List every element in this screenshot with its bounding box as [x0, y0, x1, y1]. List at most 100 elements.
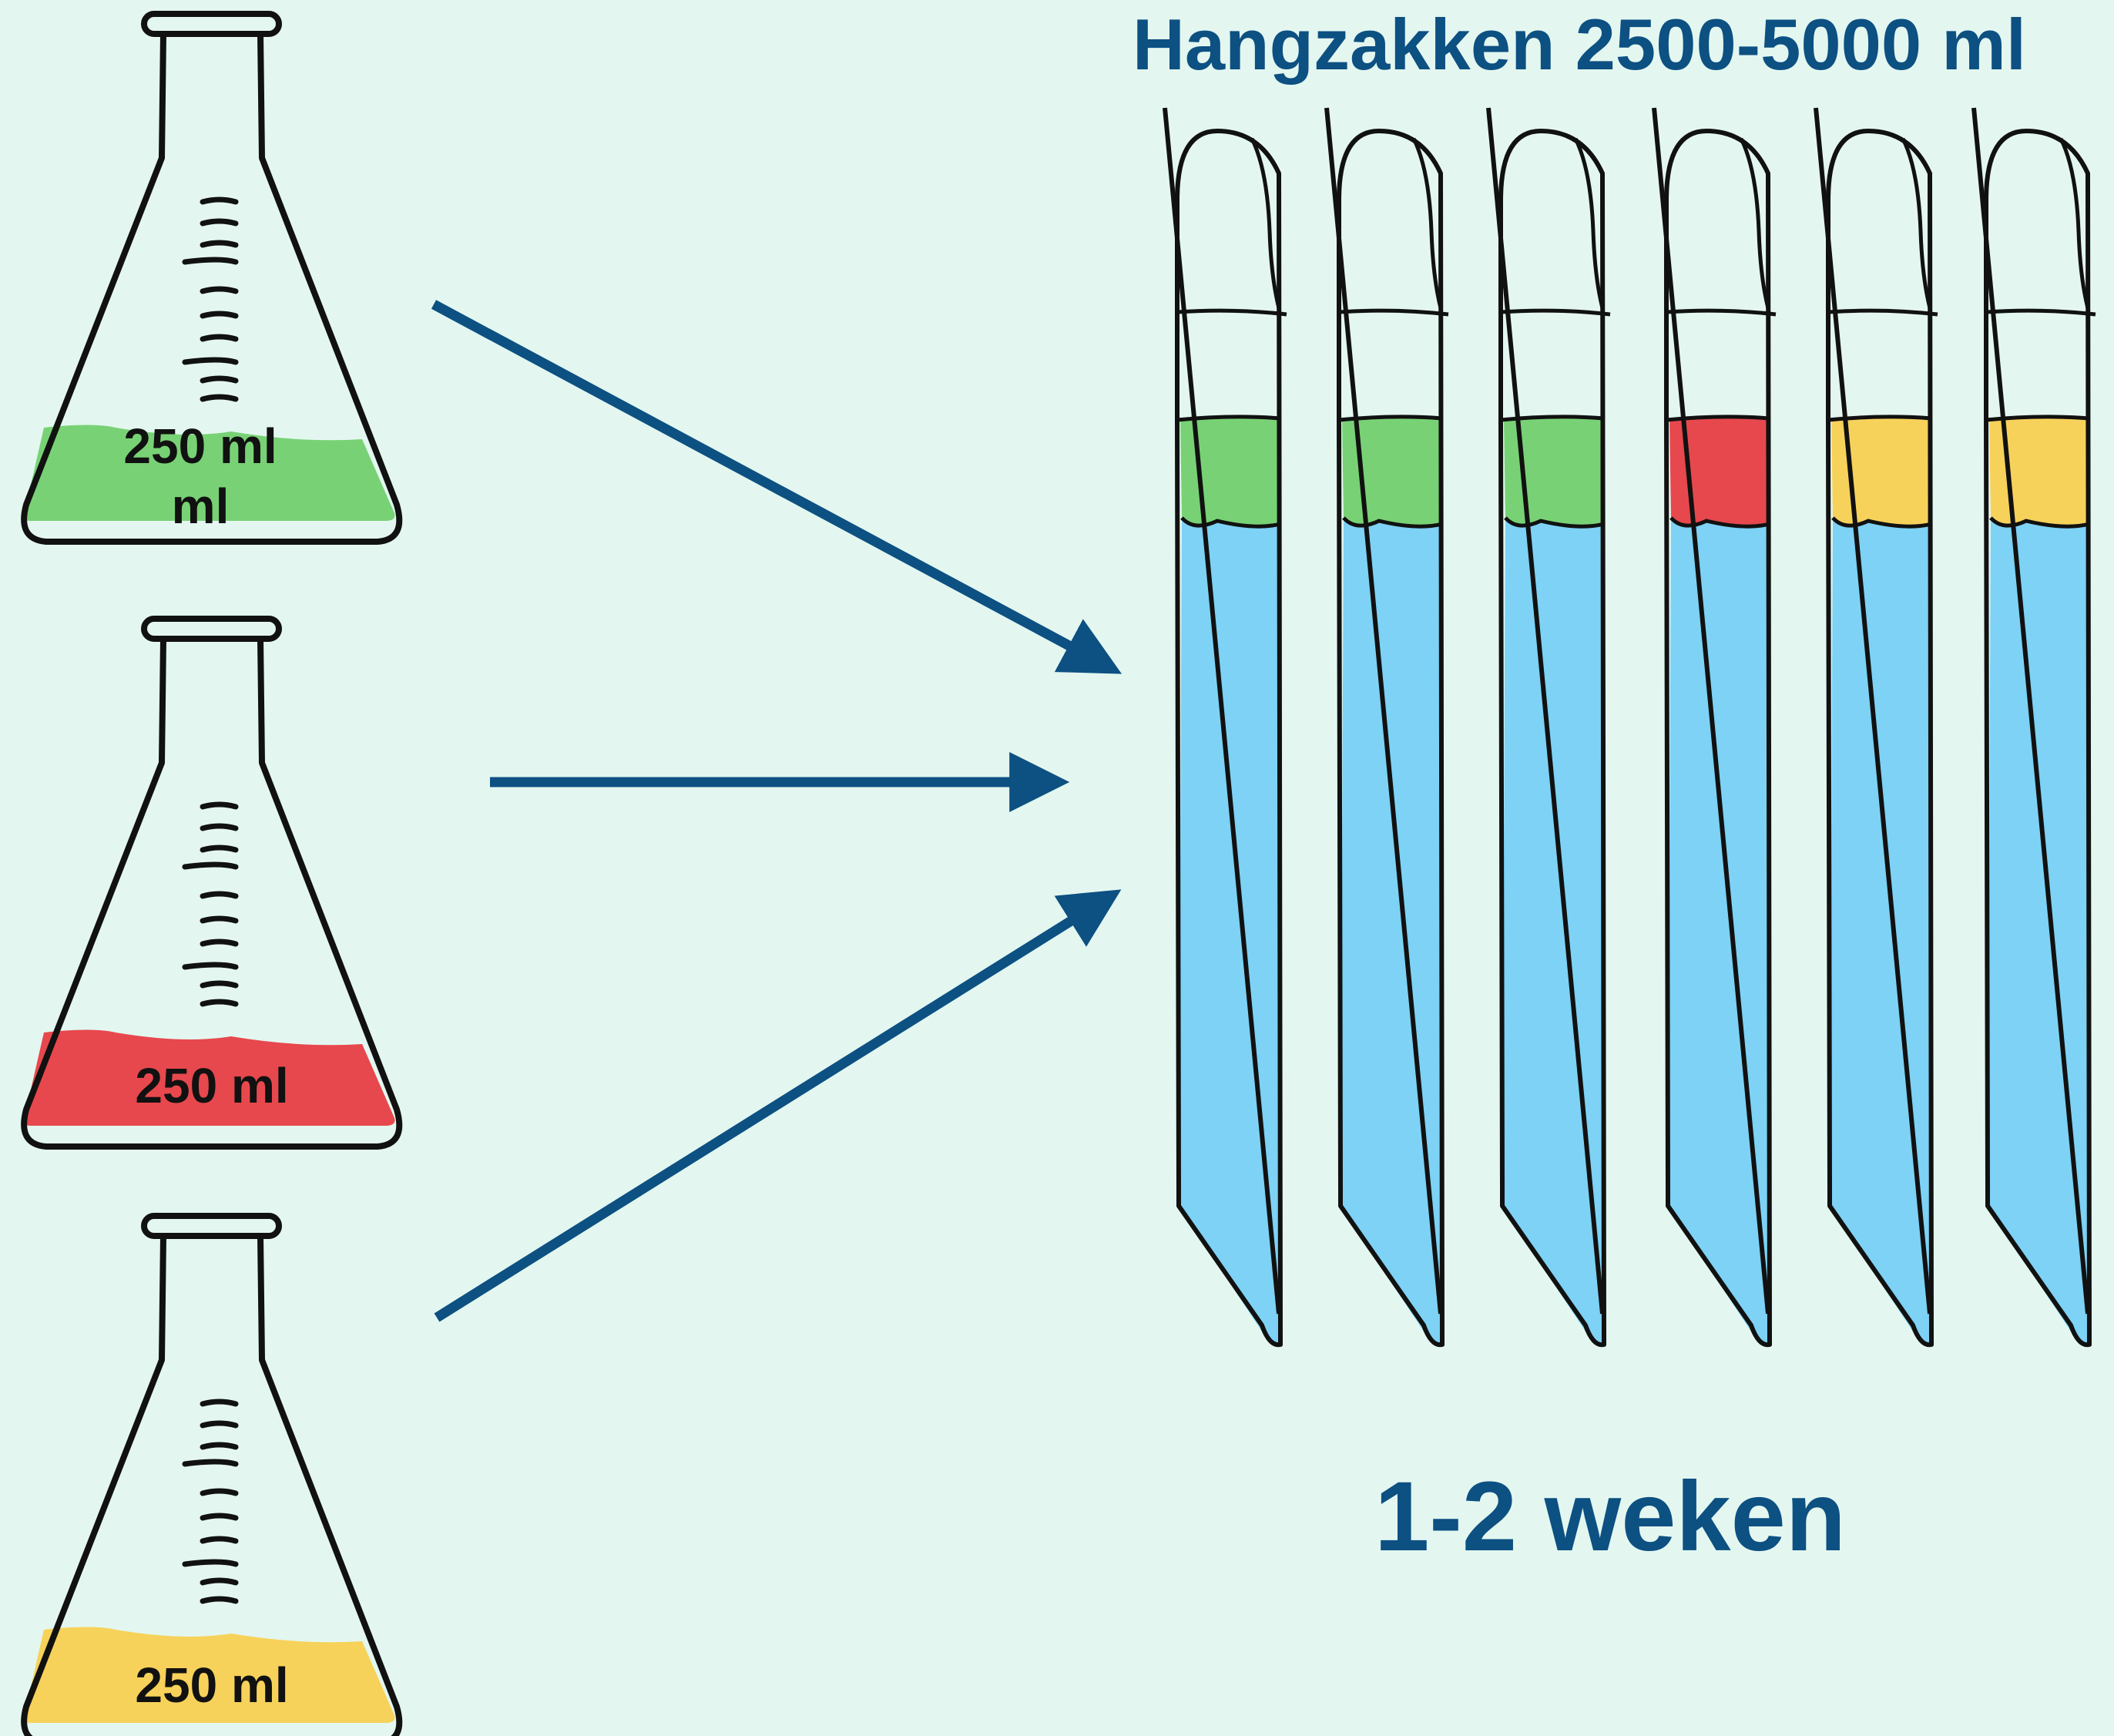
flask-3-tick — [200, 1442, 239, 1450]
bag-5-tube — [1814, 107, 1932, 1315]
bag-1-seam-top — [1176, 308, 1287, 317]
flask-3-tick — [182, 1459, 239, 1467]
hanging-bag-1 — [1163, 107, 1287, 1348]
flask-3-label: 250 ml — [135, 1657, 289, 1713]
erlenmeyer-flask-2 — [21, 616, 403, 1150]
flask-1-tick — [182, 357, 239, 365]
flask-2-outline — [21, 638, 403, 1150]
bag-1-band — [1180, 418, 1280, 527]
bag-6-seam-top — [1985, 308, 2096, 317]
bag-5-seam-top — [1827, 308, 1938, 317]
flask-2-tick — [200, 801, 239, 810]
bag-6-seam-band-top — [1985, 415, 2090, 422]
flask-1-label-line2: ml — [171, 478, 230, 534]
bag-1-tube — [1163, 107, 1281, 1315]
bag-5-liquid — [1830, 518, 1932, 1345]
flask-1-outline — [21, 33, 403, 545]
bag-6-tube — [1971, 107, 2090, 1315]
bag-4-seam-top — [1666, 308, 1777, 317]
flask-3-tick — [200, 1577, 239, 1586]
bag-3-seam-band-top — [1500, 415, 1605, 422]
flask-2-tick — [200, 891, 239, 899]
flask-2-tick — [200, 823, 239, 831]
erlenmeyer-flask-3 — [21, 1213, 403, 1736]
flask-1-tick — [200, 196, 239, 205]
bag-6-band — [1989, 418, 2089, 527]
bag-5-fold — [1901, 137, 1932, 309]
flask-1-label: 250 ml ml — [108, 416, 293, 536]
bag-2-seam-band-bottom — [1342, 516, 1443, 529]
flask-3-liquid — [23, 1627, 395, 1723]
bag-1-liquid — [1179, 518, 1281, 1345]
bags-group — [1163, 107, 2096, 1348]
duration-label: 1-2 weken — [1374, 1462, 1846, 1572]
hanging-bag-4 — [1652, 107, 1777, 1348]
diagram-title: Hangzakken 2500-5000 ml — [1132, 4, 2026, 85]
bag-5-band — [1831, 418, 1931, 527]
hanging-bag-3 — [1486, 107, 1611, 1348]
flask-3-tick — [200, 1536, 239, 1544]
flask-2-label: 250 ml — [135, 1058, 289, 1113]
flask-3-tick — [200, 1488, 239, 1496]
bag-1-fold — [1250, 137, 1281, 309]
flask-3-outline — [21, 1235, 403, 1736]
bag-3-seam-top — [1500, 308, 1611, 317]
bag-2-seam-top — [1338, 308, 1449, 317]
bag-2-band — [1342, 418, 1441, 527]
flask-3-tick — [200, 1513, 239, 1521]
arrows-group — [431, 300, 1122, 1322]
flask-2-tick — [200, 915, 239, 924]
flask-3-rim — [141, 1213, 282, 1239]
flask-2-rim — [141, 616, 282, 642]
flask-1-tick — [200, 286, 239, 294]
flask-1-rim — [141, 11, 282, 37]
bag-3-tube — [1486, 107, 1605, 1315]
flask-2-tick — [200, 844, 239, 853]
arrow-bottom — [434, 889, 1122, 1322]
flask-1-tick — [200, 218, 239, 227]
bag-4-fold — [1739, 137, 1770, 309]
flask-1-tick — [200, 334, 239, 342]
flask-2-tick — [182, 861, 239, 870]
hanging-bag-2 — [1324, 107, 1449, 1348]
erlenmeyer-flask-1 — [21, 11, 403, 545]
flasks-group — [21, 11, 403, 1736]
bag-4-tube — [1652, 107, 1770, 1315]
flask-2-liquid — [23, 1029, 395, 1126]
arrow-top — [431, 300, 1122, 674]
flask-2-tick — [200, 980, 239, 989]
bag-2-tube — [1324, 107, 1443, 1315]
flask-3-tick — [200, 1420, 239, 1429]
bag-3-liquid — [1502, 518, 1605, 1345]
bag-2-seam-band-top — [1338, 415, 1443, 422]
bag-3-band — [1504, 418, 1603, 527]
flask-2-tick — [200, 999, 239, 1007]
bag-4-seam-band-top — [1666, 415, 1770, 422]
bag-2-liquid — [1341, 518, 1443, 1345]
flask-3-tick — [182, 1559, 239, 1567]
flask-1-tick — [200, 394, 239, 402]
flask-2-tick — [182, 962, 239, 970]
bag-6-fold — [2059, 137, 2090, 309]
hanging-bag-6 — [1971, 107, 2096, 1348]
bag-6-seam-band-bottom — [1989, 516, 2090, 529]
bag-4-liquid — [1668, 518, 1770, 1345]
bag-5-seam-band-top — [1827, 415, 1932, 422]
bag-5-seam-band-bottom — [1831, 516, 1932, 529]
flask-1-liquid — [23, 425, 395, 521]
flask-1-label-line1: 250 ml — [123, 418, 277, 474]
bag-1-seam-band-bottom — [1180, 516, 1281, 529]
hanging-bag-5 — [1814, 107, 1938, 1348]
flask-1-tick — [200, 311, 239, 319]
bag-4-seam-band-bottom — [1669, 516, 1770, 529]
flask-3-tick — [200, 1399, 239, 1407]
bag-2-fold — [1411, 137, 1443, 309]
bag-6-liquid — [1988, 518, 2090, 1345]
bag-3-fold — [1573, 137, 1605, 309]
bag-1-seam-band-top — [1176, 415, 1281, 422]
flask-2-tick — [200, 939, 239, 947]
flask-1-tick — [200, 240, 239, 248]
flask-1-tick — [200, 375, 239, 384]
flask-1-tick — [182, 257, 239, 265]
bag-4-band — [1669, 418, 1769, 527]
